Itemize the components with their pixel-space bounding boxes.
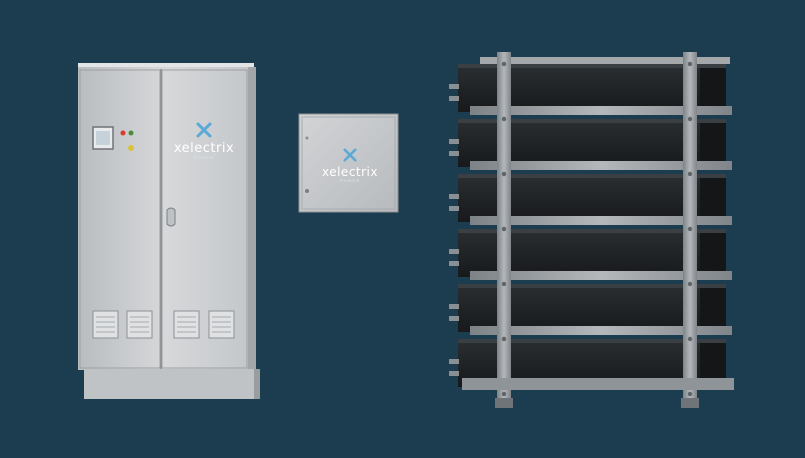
rack-bolt (687, 336, 693, 342)
battery-terminal (449, 96, 459, 101)
battery-terminal (449, 316, 459, 321)
brand-wordmark: xelectrix (173, 141, 235, 156)
rack-bolt (687, 226, 693, 232)
rack-top-rail (480, 57, 730, 64)
battery-terminal (449, 206, 459, 211)
control-display-screen (96, 131, 110, 145)
cabinet-left-door (79, 69, 161, 369)
inverter-cabinet (78, 63, 260, 399)
brand-subtitle: POWER (339, 178, 361, 183)
rack-bolt (687, 171, 693, 177)
battery-module-top-edge (458, 339, 726, 343)
rack-bolt (687, 61, 693, 67)
battery-terminal (449, 359, 459, 364)
control-box (298, 113, 399, 213)
rack-foot (495, 398, 513, 408)
battery-terminal (449, 151, 459, 156)
battery-terminal (449, 371, 459, 376)
rack-bolt (501, 281, 507, 287)
rack-bolt (501, 61, 507, 67)
door-handle (166, 207, 176, 227)
battery-module-top-edge (458, 229, 726, 233)
battery-module-top-edge (458, 119, 726, 123)
indicator-yellow-light (128, 145, 134, 151)
rack-bolt (501, 116, 507, 122)
ventilation-grilles (92, 310, 235, 339)
control-box-bevel (301, 116, 396, 210)
rack-rail (470, 161, 732, 170)
cabinet-top-cap (78, 63, 254, 69)
box-brand-logo: xelectrix POWER (317, 148, 383, 183)
battery-terminal (449, 304, 459, 309)
cabinet-right-door (161, 69, 248, 369)
brand-x-icon (196, 122, 212, 138)
rack-rail (470, 106, 732, 115)
rack-rail (470, 216, 732, 225)
rack-bolt (687, 116, 693, 122)
brand-wordmark: xelectrix (321, 165, 378, 179)
battery-terminal (449, 249, 459, 254)
control-box-lock (305, 189, 309, 193)
indicator-green-light (128, 130, 134, 136)
battery-module-side (700, 233, 726, 277)
cabinet-plinth (84, 369, 260, 399)
battery-module-side (700, 68, 726, 112)
rack-bolt (501, 171, 507, 177)
battery-terminal (449, 194, 459, 199)
rack-bolt (501, 226, 507, 232)
cabinet-plinth-shadow (254, 369, 260, 399)
rack-bolt (501, 391, 507, 397)
cabinet-brand-logo: xelectrix POWER (168, 122, 240, 160)
rack-base-rail (462, 378, 734, 390)
battery-module-top-edge (458, 284, 726, 288)
battery-module-top-edge (458, 174, 726, 178)
control-box-body (298, 113, 399, 213)
indicator-red-light (120, 130, 126, 136)
brand-subtitle: POWER (193, 155, 215, 160)
battery-rack (449, 52, 734, 408)
cabinet-side-shade (248, 67, 256, 370)
battery-module-side (700, 178, 726, 222)
rack-bolt (687, 281, 693, 287)
brand-x-icon (343, 148, 357, 162)
battery-module-side (700, 123, 726, 167)
rack-bolt (687, 391, 693, 397)
battery-terminal (449, 261, 459, 266)
battery-terminal (449, 139, 459, 144)
rack-rail (470, 271, 732, 280)
rack-rail (470, 326, 732, 335)
battery-terminal (449, 84, 459, 89)
rack-bolt (501, 336, 507, 342)
battery-module-top-edge (458, 64, 726, 68)
rack-foot (681, 398, 699, 408)
battery-module-side (700, 288, 726, 332)
